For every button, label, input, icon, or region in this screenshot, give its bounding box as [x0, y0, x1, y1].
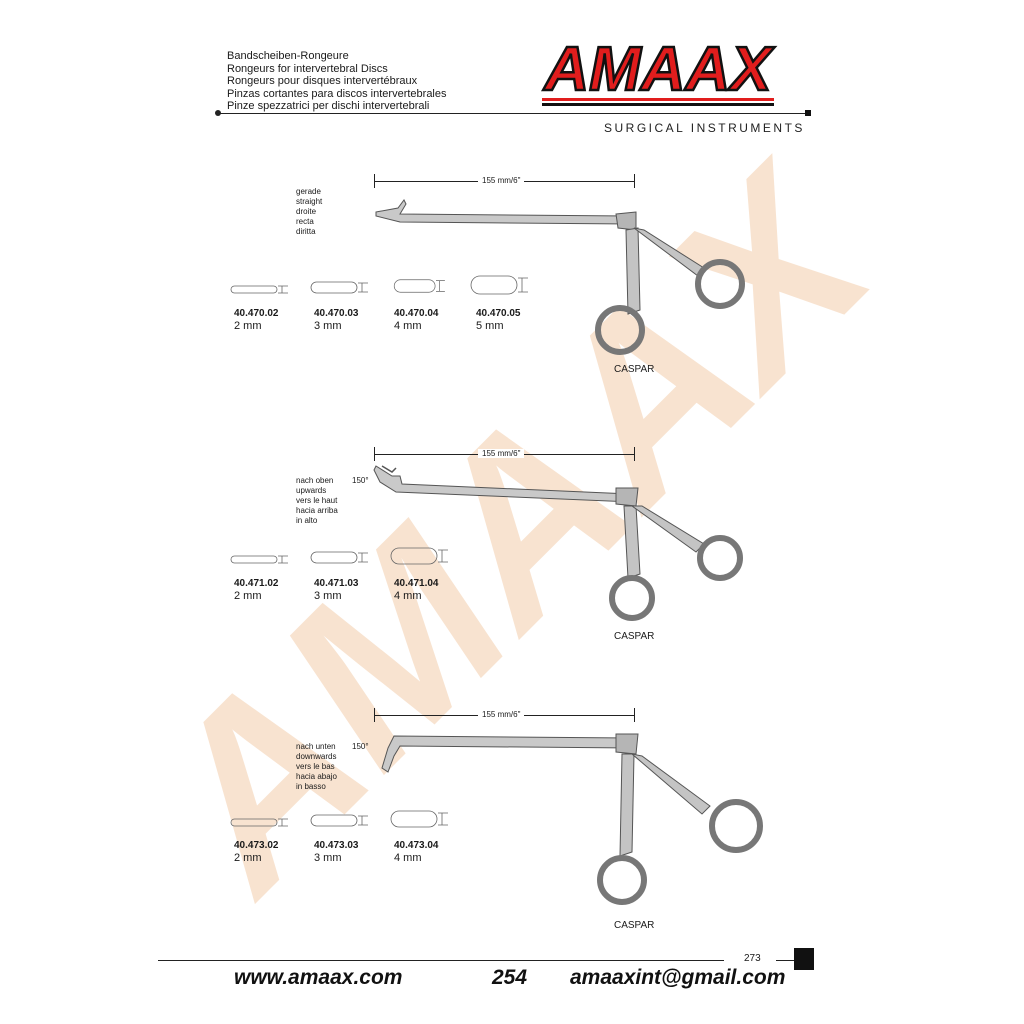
jaw-tip-3mm-icon: [310, 281, 368, 294]
title-italian: Pinze spezzatrici per dischi interverteb…: [227, 100, 430, 113]
item-size: 3 mm: [314, 590, 342, 602]
jaw-tip-4mm-icon: [393, 279, 445, 293]
item-code: 40.471.02: [234, 578, 279, 589]
footer-email-link[interactable]: amaaxint@gmail.com: [570, 966, 786, 989]
caspar-label: CASPAR: [614, 364, 655, 375]
item-size: 3 mm: [314, 852, 342, 864]
footer-catalog-page: 254: [492, 966, 528, 989]
desc-fr: vers le bas: [296, 762, 335, 771]
item-code: 40.470.04: [394, 308, 439, 319]
angle-label: 150°: [352, 742, 369, 751]
dimension-tick-right: [634, 174, 635, 188]
desc-en: straight: [296, 197, 323, 206]
rongeur-downwards-image: [381, 733, 763, 905]
title-english: Rongeurs for intervertebral Discs: [227, 62, 388, 75]
caspar-label: CASPAR: [614, 631, 655, 642]
dimension-label: 155 mm/6": [478, 710, 525, 719]
desc-en: upwards: [296, 486, 327, 495]
desc-de: nach oben: [296, 476, 334, 485]
jaw-tip-3mm-icon: [310, 551, 368, 564]
item-size: 3 mm: [314, 320, 342, 332]
item-code: 40.470.05: [476, 308, 521, 319]
footer-square: [794, 948, 814, 970]
item-code: 40.470.03: [314, 308, 359, 319]
footer-website-link[interactable]: www.amaax.com: [234, 966, 403, 989]
header-rule: [218, 113, 809, 114]
angle-label: 150°: [352, 476, 369, 485]
dimension-tick-right: [634, 447, 635, 461]
jaw-tip-2mm-icon: [230, 818, 288, 827]
jaw-tip-3mm-icon: [310, 814, 368, 827]
item-size: 2 mm: [234, 590, 262, 602]
desc-de: gerade: [296, 187, 321, 196]
header-line-square: [805, 110, 811, 116]
item-size: 4 mm: [394, 852, 422, 864]
dimension-tick-right: [634, 708, 635, 722]
rongeur-straight-image: [375, 199, 745, 355]
logo-text: AMAAX: [542, 40, 775, 104]
desc-es: recta: [296, 217, 314, 226]
dimension-label: 155 mm/6": [478, 449, 525, 458]
desc-it: in basso: [296, 782, 326, 791]
jaw-tip-2mm-icon: [230, 555, 288, 564]
item-size: 2 mm: [234, 852, 262, 864]
angle-description: gerade straight droite recta diritta: [296, 187, 322, 237]
footer-rule: [158, 960, 724, 961]
item-code: 40.473.04: [394, 840, 439, 851]
item-code: 40.473.03: [314, 840, 359, 851]
catalog-title-block: Bandscheiben-Rongeure Rongeurs for inter…: [227, 50, 447, 113]
jaw-tip-4mm-icon: [390, 547, 448, 565]
item-size: 4 mm: [394, 320, 422, 332]
item-size: 4 mm: [394, 590, 422, 602]
footer-rule-end: [776, 960, 794, 961]
item-code: 40.471.04: [394, 578, 439, 589]
desc-es: hacia abajo: [296, 772, 337, 781]
item-code: 40.471.03: [314, 578, 359, 589]
desc-it: in alto: [296, 516, 318, 525]
caspar-label: CASPAR: [614, 920, 655, 931]
item-size: 2 mm: [234, 320, 262, 332]
jaw-tip-4mm-icon: [390, 810, 448, 828]
title-french: Rongeurs pour disques intervertébraux: [227, 75, 418, 88]
angle-description: nach unten downwards vers le bas hacia a…: [296, 742, 337, 792]
jaw-tip-2mm-icon: [230, 285, 288, 294]
angle-description: nach oben upwards vers le haut hacia arr…: [296, 476, 338, 526]
jaw-tip-5mm-icon: [470, 275, 528, 295]
amaax-logo: AMAAX: [541, 40, 777, 106]
title-german: Bandscheiben-Rongeure: [227, 50, 349, 62]
desc-de: nach unten: [296, 742, 336, 751]
rongeur-upwards-image: [373, 465, 743, 621]
item-size: 5 mm: [476, 320, 504, 332]
desc-it: diritta: [296, 227, 316, 236]
dimension-label: 155 mm/6": [478, 176, 525, 185]
desc-es: hacia arriba: [296, 506, 338, 515]
desc-fr: vers le haut: [296, 496, 338, 505]
title-spanish: Pinzas cortantes para discos interverteb…: [227, 87, 447, 100]
item-code: 40.470.02: [234, 308, 279, 319]
page-number: 273: [744, 953, 761, 964]
desc-fr: droite: [296, 207, 317, 216]
logo-tagline: SURGICAL INSTRUMENTS: [604, 121, 805, 135]
desc-en: downwards: [296, 752, 337, 761]
item-code: 40.473.02: [234, 840, 279, 851]
